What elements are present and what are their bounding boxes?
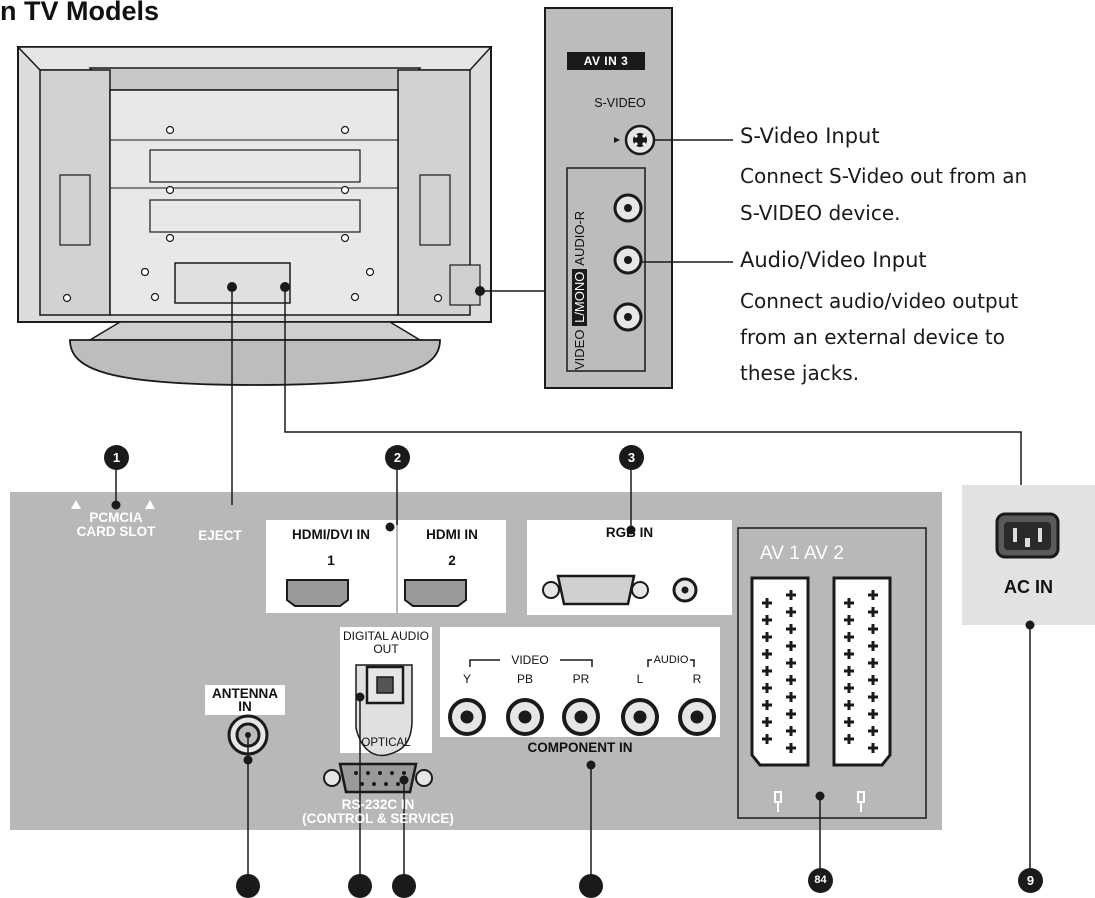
- page-title: n TV Models: [0, 0, 160, 26]
- audio-rgb-label-line2: (RGB/DVI): [658, 554, 717, 568]
- hdmi-2-label: 2: [448, 553, 456, 568]
- s-video-callout-line2: S-VIDEO device.: [740, 201, 901, 225]
- badge-1: 1: [104, 445, 129, 470]
- dot-optical: [348, 874, 372, 898]
- av-callout-title: Audio/Video Input: [740, 248, 927, 272]
- rs232-label-line2: (CONTROL & SERVICE): [302, 811, 454, 826]
- component-video-label: VIDEO: [511, 653, 549, 667]
- rs232-label-line1: RS-232C IN: [341, 797, 415, 812]
- vertical-label-audio-r: AUDIO-R: [572, 210, 587, 266]
- component-pr-label: PR: [572, 672, 590, 686]
- audio-rgb-label-line1: AUDIO: [668, 542, 707, 556]
- rgb-pc-label-line2: (PC): [577, 554, 603, 568]
- hdmi-1-label: 1: [327, 553, 335, 568]
- vertical-label-lmono: L/MONO: [572, 268, 587, 326]
- av-callout-line2: from an external device to: [740, 325, 1005, 349]
- s-video-callout-line1: Connect S-Video out from an: [740, 164, 1028, 188]
- pcmcia-label-line2: CARD SLOT: [76, 524, 156, 539]
- dot-antenna: [236, 874, 260, 898]
- badge-9: 9: [1018, 868, 1043, 893]
- component-l-label: L: [636, 672, 644, 686]
- pcmcia-label-line1: PCMCIA: [89, 510, 143, 525]
- av-callout-line3: these jacks.: [740, 361, 860, 385]
- tv-rear-illustration: [16, 46, 493, 386]
- av1-av2-label: AV 1 AV 2: [760, 543, 844, 564]
- rgb-pc-label-line1: RGB: [576, 542, 603, 556]
- component-pb-label: PB: [516, 672, 533, 686]
- vertical-label-video: VIDEO: [572, 329, 587, 370]
- rgb-in-label: RGB IN: [605, 525, 654, 540]
- eject-label: EJECT: [198, 528, 242, 543]
- digital-audio-label-line1: DIGITAL AUDIO: [342, 629, 429, 643]
- side-av-vertical-label: VIDEO L/MONO AUDIO-R: [572, 211, 587, 370]
- component-r-label: R: [692, 672, 702, 686]
- optical-label: OPTICAL: [361, 737, 411, 749]
- component-y-label: Y: [462, 672, 471, 686]
- digital-audio-label-line2: OUT: [373, 642, 399, 656]
- dot-rs232: [392, 874, 416, 898]
- av-in-3-tag: AV IN 3: [567, 52, 645, 70]
- antenna-label-line1: ANTENNA: [212, 686, 278, 701]
- antenna-label-line2: IN: [238, 699, 252, 714]
- dot-component: [579, 874, 603, 898]
- s-video-callout-title: S-Video Input: [740, 124, 880, 148]
- component-audio-label: AUDIO: [653, 654, 689, 666]
- s-video-port-label: S-VIDEO: [594, 96, 646, 110]
- side-av-panel-artwork: [544, 7, 673, 389]
- badge-3: 3: [619, 445, 644, 470]
- ac-in-label: AC IN: [1004, 577, 1053, 597]
- hdmi-in-label: HDMI IN: [426, 527, 478, 542]
- badge-84: 84: [808, 868, 833, 893]
- av-callout-line1: Connect audio/video output: [740, 289, 1019, 313]
- component-in-label: COMPONENT IN: [527, 740, 633, 755]
- badge-2: 2: [385, 445, 410, 470]
- hdmi-dvi-in-label: HDMI/DVI IN: [291, 527, 370, 542]
